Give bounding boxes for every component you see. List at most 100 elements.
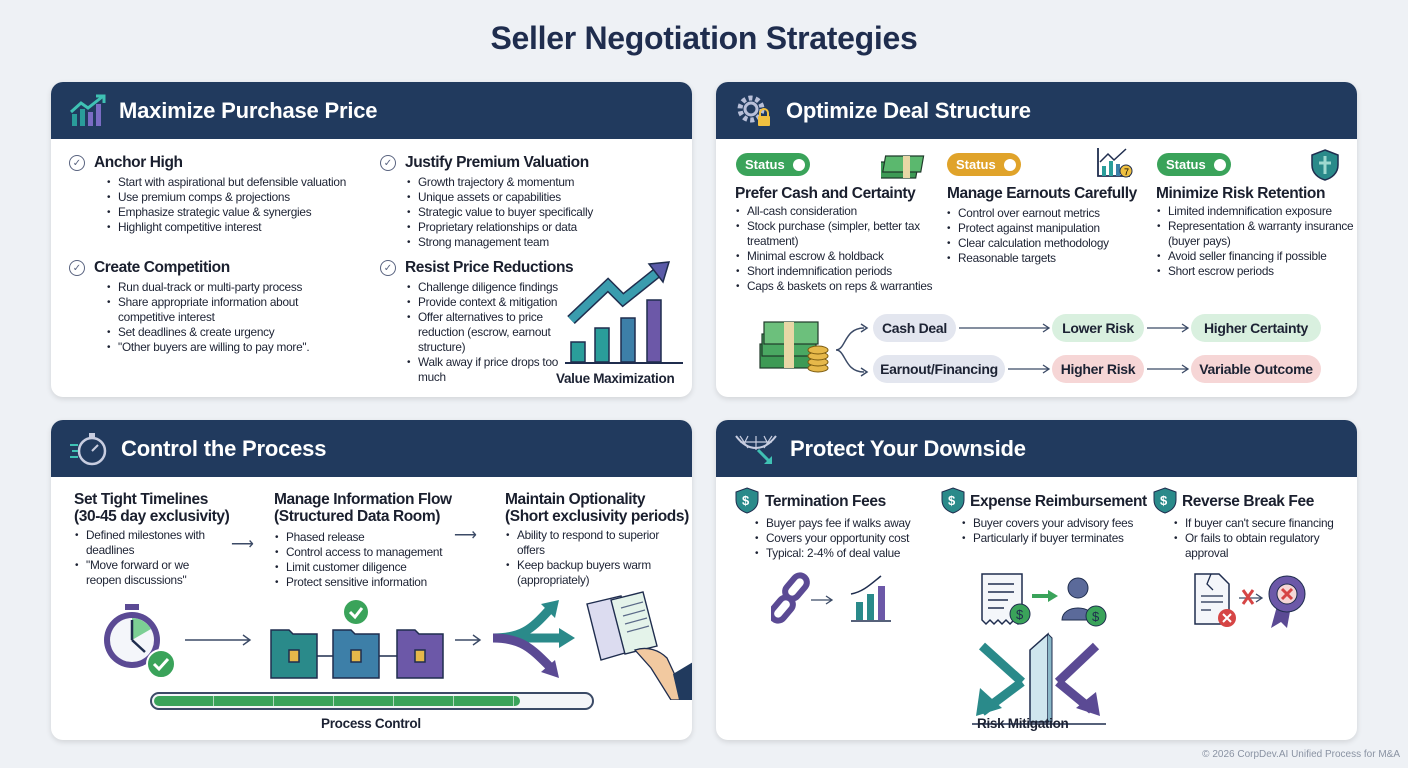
bullet-item: Set deadlines & create urgency (107, 325, 332, 340)
bullet-item: Control access to management (275, 545, 465, 560)
svg-text:$: $ (1016, 607, 1024, 622)
bullet-item: Unique assets or capabilities (407, 190, 657, 205)
value-growth-illustration (565, 261, 683, 364)
bullet-item: Phased release (275, 530, 465, 545)
bullet-item: Growth trajectory & momentum (407, 175, 657, 190)
progress-fill (154, 696, 521, 706)
column-subheading: (Short exclusivity periods) (505, 508, 689, 525)
broken-chain-to-chart-icon (771, 572, 891, 624)
progress-label: Process Control (321, 716, 421, 731)
bullet-item: Caps & baskets on reps & warranties (736, 279, 951, 294)
bullet-item: Provide context & mitigation (407, 295, 567, 310)
bullet-list: All-cash considerationStock purchase (si… (736, 204, 951, 294)
branch-arrows (835, 323, 869, 377)
cash-stack-icon (881, 155, 925, 179)
group-create-competition: ✓Create Competition Run dual-track or mu… (69, 259, 332, 355)
group-justify-premium: ✓ Justify Premium Valuation Growth trajec… (380, 154, 657, 250)
bullet-list: Growth trajectory & momentumUnique asset… (407, 175, 657, 250)
documents-hand-illustration (586, 591, 692, 700)
flow-higher-risk: Higher Risk (1052, 355, 1144, 383)
shield-dollar-icon: $ (941, 487, 965, 514)
panel-title: Maximize Purchase Price (119, 97, 378, 123)
svg-text:$: $ (742, 493, 750, 508)
column-subheading: (30-45 day exclusivity) (74, 508, 230, 525)
illustration-label: Risk Mitigation (977, 716, 1069, 731)
panel-header: Maximize Purchase Price (51, 82, 692, 139)
page-title: Seller Negotiation Strategies (490, 20, 918, 56)
safety-net-icon (735, 434, 777, 464)
panel-deal-structure: Optimize Deal Structure Status Prefer Ca… (716, 82, 1357, 397)
flow-lower-risk: Lower Risk (1052, 314, 1144, 342)
panel-title: Control the Process (121, 435, 327, 461)
check-circle-icon: ✓ (380, 155, 396, 171)
bullet-list: Buyer covers your advisory feesParticula… (962, 516, 1147, 546)
bullet-list: Challenge diligence findingsProvide cont… (407, 280, 567, 385)
group-heading: Anchor High (94, 154, 183, 171)
column-heading: Expense Reimbursement (970, 493, 1147, 510)
flow-earnout-financing: Earnout/Financing (873, 355, 1005, 383)
bullet-item: All-cash consideration (736, 204, 951, 219)
bullet-item: Run dual-track or multi-party process (107, 280, 332, 295)
check-circle-icon: ✓ (69, 155, 85, 171)
panel-title: Optimize Deal Structure (786, 97, 1031, 123)
bullet-item: Protect sensitive information (275, 575, 465, 590)
group-resist-reductions: ✓ Resist Price Reductions Challenge dilig… (380, 259, 574, 385)
bullet-item: Short escrow periods (1157, 264, 1357, 279)
failed-deal-badge-icon (1194, 573, 1306, 628)
bullet-item: Share appropriate information about comp… (107, 295, 332, 325)
bullet-item: If buyer can't secure financing (1174, 516, 1354, 531)
bullet-item: Highlight competitive interest (107, 220, 377, 235)
svg-text:$: $ (948, 493, 956, 508)
group-heading: Justify Premium Valuation (405, 154, 589, 171)
svg-text:7: 7 (1124, 167, 1129, 177)
column-heading: Termination Fees (765, 493, 886, 510)
panel-title: Protect Your Downside (790, 435, 1026, 461)
cash-coins-icon (759, 321, 829, 373)
shield-dollar-icon: $ (1153, 487, 1177, 514)
bullet-item: Buyer covers your advisory fees (962, 516, 1147, 531)
bullet-list: Phased releaseControl access to manageme… (275, 530, 465, 590)
bullet-item: Control over earnout metrics (947, 206, 1147, 221)
risk-mitigation-barrier-illustration (972, 632, 1106, 725)
illustration-label: Value Maximization (556, 371, 675, 386)
panel-maximize-price: Maximize Purchase Price ✓ Anchor High Sta… (51, 82, 692, 397)
column-heading: Maintain Optionality (505, 491, 646, 508)
bullet-item: "Move forward or we reopen discussions" (75, 558, 225, 588)
bullet-item: Proprietary relationships or data (407, 220, 657, 235)
status-badge: Status (947, 153, 1021, 176)
status-badge: Status (736, 153, 810, 176)
bullet-item: Use premium comps & projections (107, 190, 377, 205)
column-heading: Manage Earnouts Carefully (947, 185, 1137, 202)
stopwatch-icon (70, 432, 107, 465)
flow-cash-deal: Cash Deal (873, 314, 956, 342)
svg-text:$: $ (1160, 493, 1168, 508)
column-heading: Manage Information Flow (274, 491, 452, 508)
bullet-item: Representation & warranty insurance (buy… (1157, 219, 1357, 249)
group-heading: Create Competition (94, 259, 230, 276)
data-room-folders-illustration (270, 600, 444, 679)
bullet-item: Stock purchase (simpler, better tax trea… (736, 219, 951, 249)
bullet-item: Buyer pays fee if walks away (755, 516, 930, 531)
check-circle-icon: ✓ (380, 260, 396, 276)
group-anchor-high: ✓ Anchor High Start with aspirational but… (69, 154, 377, 235)
bullet-item: Walk away if price drops too much (407, 355, 567, 385)
panel-header: Control the Process (51, 420, 692, 477)
bullet-item: Strategic value to buyer specifically (407, 205, 657, 220)
branching-arrows-illustration (492, 600, 575, 678)
column-heading: Minimize Risk Retention (1156, 185, 1326, 202)
chart-growth-icon (69, 94, 106, 126)
bullet-list: Start with aspirational but defensible v… (107, 175, 377, 235)
bullet-item: Limit customer diligence (275, 560, 465, 575)
shield-dollar-icon: $ (735, 487, 759, 514)
bullet-item: Protect against manipulation (947, 221, 1147, 236)
bullet-item: Particularly if buyer terminates (962, 531, 1147, 546)
group-heading: Resist Price Reductions (405, 259, 574, 276)
bullet-item: Or fails to obtain regulatory approval (1174, 531, 1354, 561)
invoice-to-advisor-icon: $$ (981, 573, 1107, 627)
bullet-item: Clear calculation methodology (947, 236, 1147, 251)
column-heading: Set Tight Timelines (74, 491, 208, 508)
column-heading: Prefer Cash and Certainty (735, 185, 916, 202)
bullet-item: Covers your opportunity cost (755, 531, 930, 546)
svg-text:$: $ (1092, 609, 1100, 624)
column-subheading: (Structured Data Room) (274, 508, 441, 525)
